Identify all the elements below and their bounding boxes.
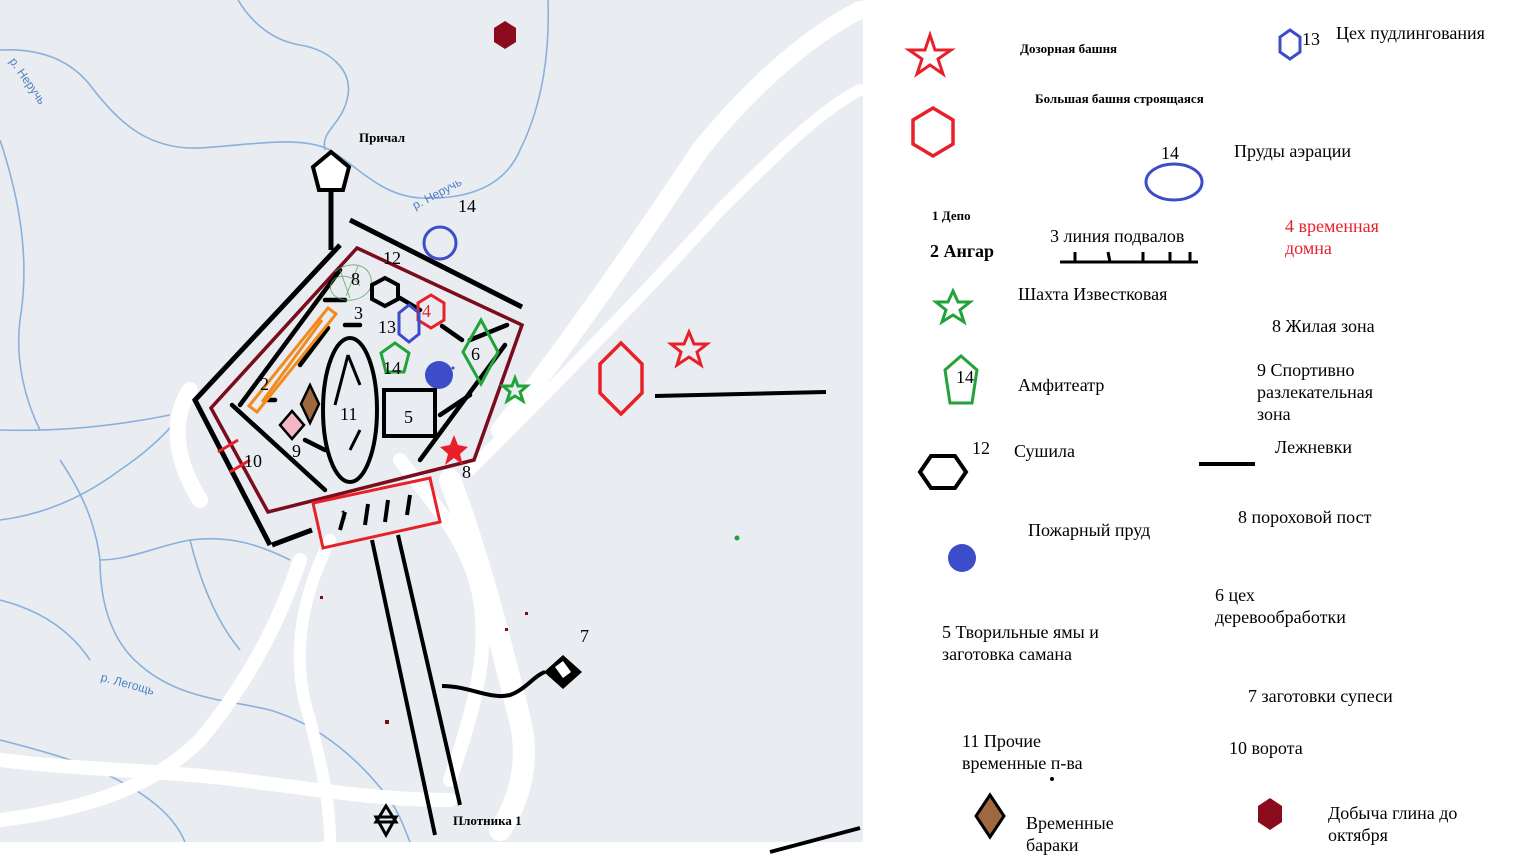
legend-cellars-line-icon bbox=[1060, 251, 1198, 264]
legend-barracks-diamond-icon bbox=[974, 792, 1006, 840]
legend-clay-hexagon-icon bbox=[1258, 798, 1282, 830]
powder-star bbox=[440, 435, 468, 465]
living-zone-scribble bbox=[330, 264, 372, 301]
legend-powder-post: 8 пороховой пост bbox=[1238, 507, 1372, 527]
fire-pond-circle bbox=[425, 361, 453, 389]
lime-pits-square bbox=[382, 388, 437, 438]
legend-aeration-num: 14 bbox=[1161, 143, 1179, 163]
puddling-hexagon bbox=[397, 303, 421, 344]
dam-road bbox=[370, 534, 462, 836]
pier-label: Причал bbox=[359, 130, 406, 145]
woodwork-diamond bbox=[461, 316, 500, 388]
fort-number-2: 2 bbox=[260, 374, 269, 394]
wall-line-bottom bbox=[271, 527, 313, 548]
legend-limestone-star-icon bbox=[931, 287, 975, 326]
legend-fire-pond: Пожарный пруд bbox=[1028, 520, 1151, 540]
legend-sandy-loam: 7 заготовки супеси bbox=[1248, 686, 1393, 706]
depot-box bbox=[311, 476, 442, 550]
sandy-loam-road bbox=[441, 670, 546, 699]
ellipse-strokes bbox=[333, 354, 362, 451]
watchtower-star bbox=[666, 328, 712, 369]
legend-watchtower: Дозорная башня bbox=[1020, 41, 1118, 56]
legend-sport-zone: 9 Спортивно разлекательная зона bbox=[1257, 360, 1374, 424]
clay-mine-hexagon bbox=[494, 21, 516, 49]
amphitheater-pentagon bbox=[379, 341, 411, 374]
fort-number-4: 4 bbox=[422, 301, 431, 321]
legend-gates: 10 ворота bbox=[1229, 738, 1303, 758]
gate-marks bbox=[217, 438, 251, 474]
legend-furnace: 4 временная домна bbox=[1285, 216, 1379, 258]
legend-dryer-num: 12 bbox=[972, 438, 990, 458]
stray-line bbox=[769, 826, 861, 854]
legend-boardwalks: Лежневки bbox=[1275, 437, 1353, 457]
fort-number-3: 3 bbox=[354, 303, 363, 323]
legend-amphitheater-pentagon-icon bbox=[943, 354, 979, 405]
wall-line-top bbox=[348, 217, 524, 310]
fort-number-6: 6 bbox=[471, 344, 480, 364]
hangar-shape bbox=[246, 305, 339, 415]
legend-watchtower-star-icon bbox=[904, 30, 956, 78]
legend-living-zone: 8 Жилая зона bbox=[1272, 316, 1375, 336]
legend-puddling-num: 13 bbox=[1302, 29, 1320, 49]
legend-clay-mining: Добыча глина до октября bbox=[1328, 803, 1458, 845]
fort-number-7: 7 bbox=[580, 626, 589, 646]
fort-number-10: 10 bbox=[244, 451, 262, 471]
legend-other-production: 11 Прочие временные п-ва bbox=[962, 731, 1083, 773]
legend-big-tower-hexagon-icon bbox=[911, 105, 955, 159]
legend-fire-pond-circle-icon bbox=[948, 544, 976, 572]
legend-amphitheater-num: 14 bbox=[956, 367, 974, 387]
fort-number-1: 1 bbox=[340, 507, 347, 522]
other-production-ellipse bbox=[321, 336, 379, 484]
fort-number-11: 11 bbox=[340, 404, 358, 424]
legend-lime-pits: 5 Творильные ямы и заготовка самана bbox=[942, 622, 1099, 664]
legend-barracks: Временные бараки bbox=[1026, 813, 1114, 855]
limestone-star bbox=[498, 373, 532, 405]
furnace-hexagon bbox=[416, 293, 446, 330]
fort-number-8-top: 8 bbox=[351, 269, 360, 289]
fort-number-5: 5 bbox=[404, 407, 413, 427]
dryer-hexagon bbox=[370, 275, 400, 309]
legend-woodwork: 6 цех деревообработки bbox=[1215, 585, 1346, 627]
legend-hangar: 2 Ангар bbox=[930, 241, 995, 261]
big-tower-hexagon bbox=[598, 340, 644, 417]
legend-big-tower: Большая башня строящаяся bbox=[1035, 91, 1204, 106]
legend-limestone-mine: Шахта Известковая bbox=[1018, 284, 1168, 304]
legend-amphitheater: Амфитеатр bbox=[1018, 375, 1105, 395]
depot-bars bbox=[338, 494, 412, 531]
dam-star bbox=[373, 803, 399, 839]
green-dot bbox=[734, 535, 740, 541]
legend-dryer: Сушила bbox=[1014, 441, 1076, 461]
fort-number-13: 13 bbox=[378, 317, 396, 337]
fort-number-12: 12 bbox=[383, 248, 401, 268]
legend-depot: 1 Депо bbox=[932, 208, 971, 223]
legend-puddling-hexagon-icon bbox=[1278, 28, 1302, 61]
wall-line-left bbox=[191, 243, 342, 547]
aeration-circle bbox=[422, 225, 458, 261]
legend-aeration: Пруды аэрации bbox=[1234, 141, 1351, 161]
dam-label: Плотника 1 bbox=[453, 813, 522, 828]
fort-outline bbox=[208, 245, 525, 515]
fort-number-14-inner: 14 bbox=[383, 358, 401, 378]
sport-diamond bbox=[278, 409, 306, 441]
fort-number-9: 9 bbox=[292, 441, 301, 461]
barracks-diamond bbox=[299, 382, 321, 426]
fort-number-8-bottom: 8 bbox=[462, 462, 471, 482]
legend-dryer-hexagon-icon bbox=[917, 454, 969, 490]
roads bbox=[0, 1, 869, 848]
boardwalk-line bbox=[654, 390, 827, 398]
legend-aeration-ellipse-icon bbox=[1144, 162, 1204, 202]
fort-number-14-outer: 14 bbox=[458, 196, 476, 216]
legend-puddling: Цех пудлингования bbox=[1336, 23, 1485, 43]
legend-cellars: 3 линия подвалов bbox=[1050, 226, 1185, 246]
